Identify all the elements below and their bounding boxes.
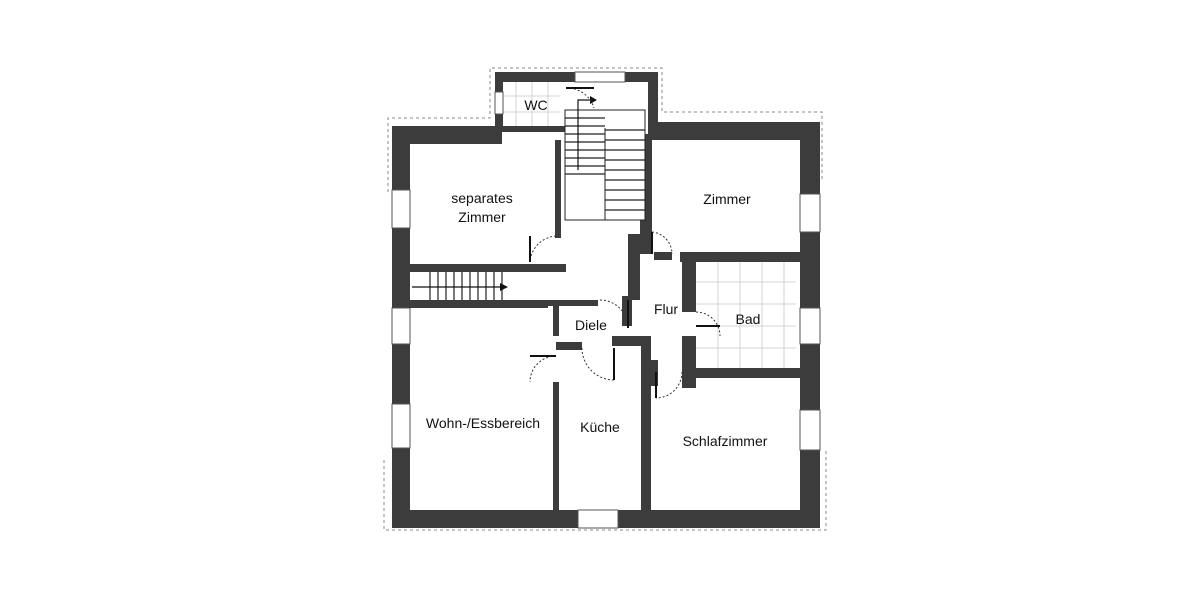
interior-walls <box>408 126 800 510</box>
exterior-walls <box>392 72 820 528</box>
room-label-separates-zimmer-line2: Zimmer <box>458 209 506 225</box>
wc-floor-tiles <box>500 82 560 126</box>
room-label-flur: Flur <box>654 301 678 317</box>
staircase-upper <box>564 96 646 221</box>
room-label-kueche: Küche <box>580 419 620 435</box>
room-labels: WC separates Zimmer Zimmer Flur Diele Ba… <box>426 97 768 449</box>
staircase-lower <box>412 272 508 300</box>
room-label-schlafzimmer: Schlafzimmer <box>683 433 768 449</box>
room-label-zimmer: Zimmer <box>703 191 751 207</box>
room-label-wohn-essbereich: Wohn-/Essbereich <box>426 415 540 431</box>
room-label-bad: Bad <box>736 311 761 327</box>
room-label-wc: WC <box>524 97 547 113</box>
room-label-diele: Diele <box>575 317 607 333</box>
roof-outline <box>383 67 827 531</box>
doors <box>529 87 721 399</box>
windows <box>391 71 821 529</box>
room-label-separates-zimmer-line1: separates <box>451 190 512 206</box>
